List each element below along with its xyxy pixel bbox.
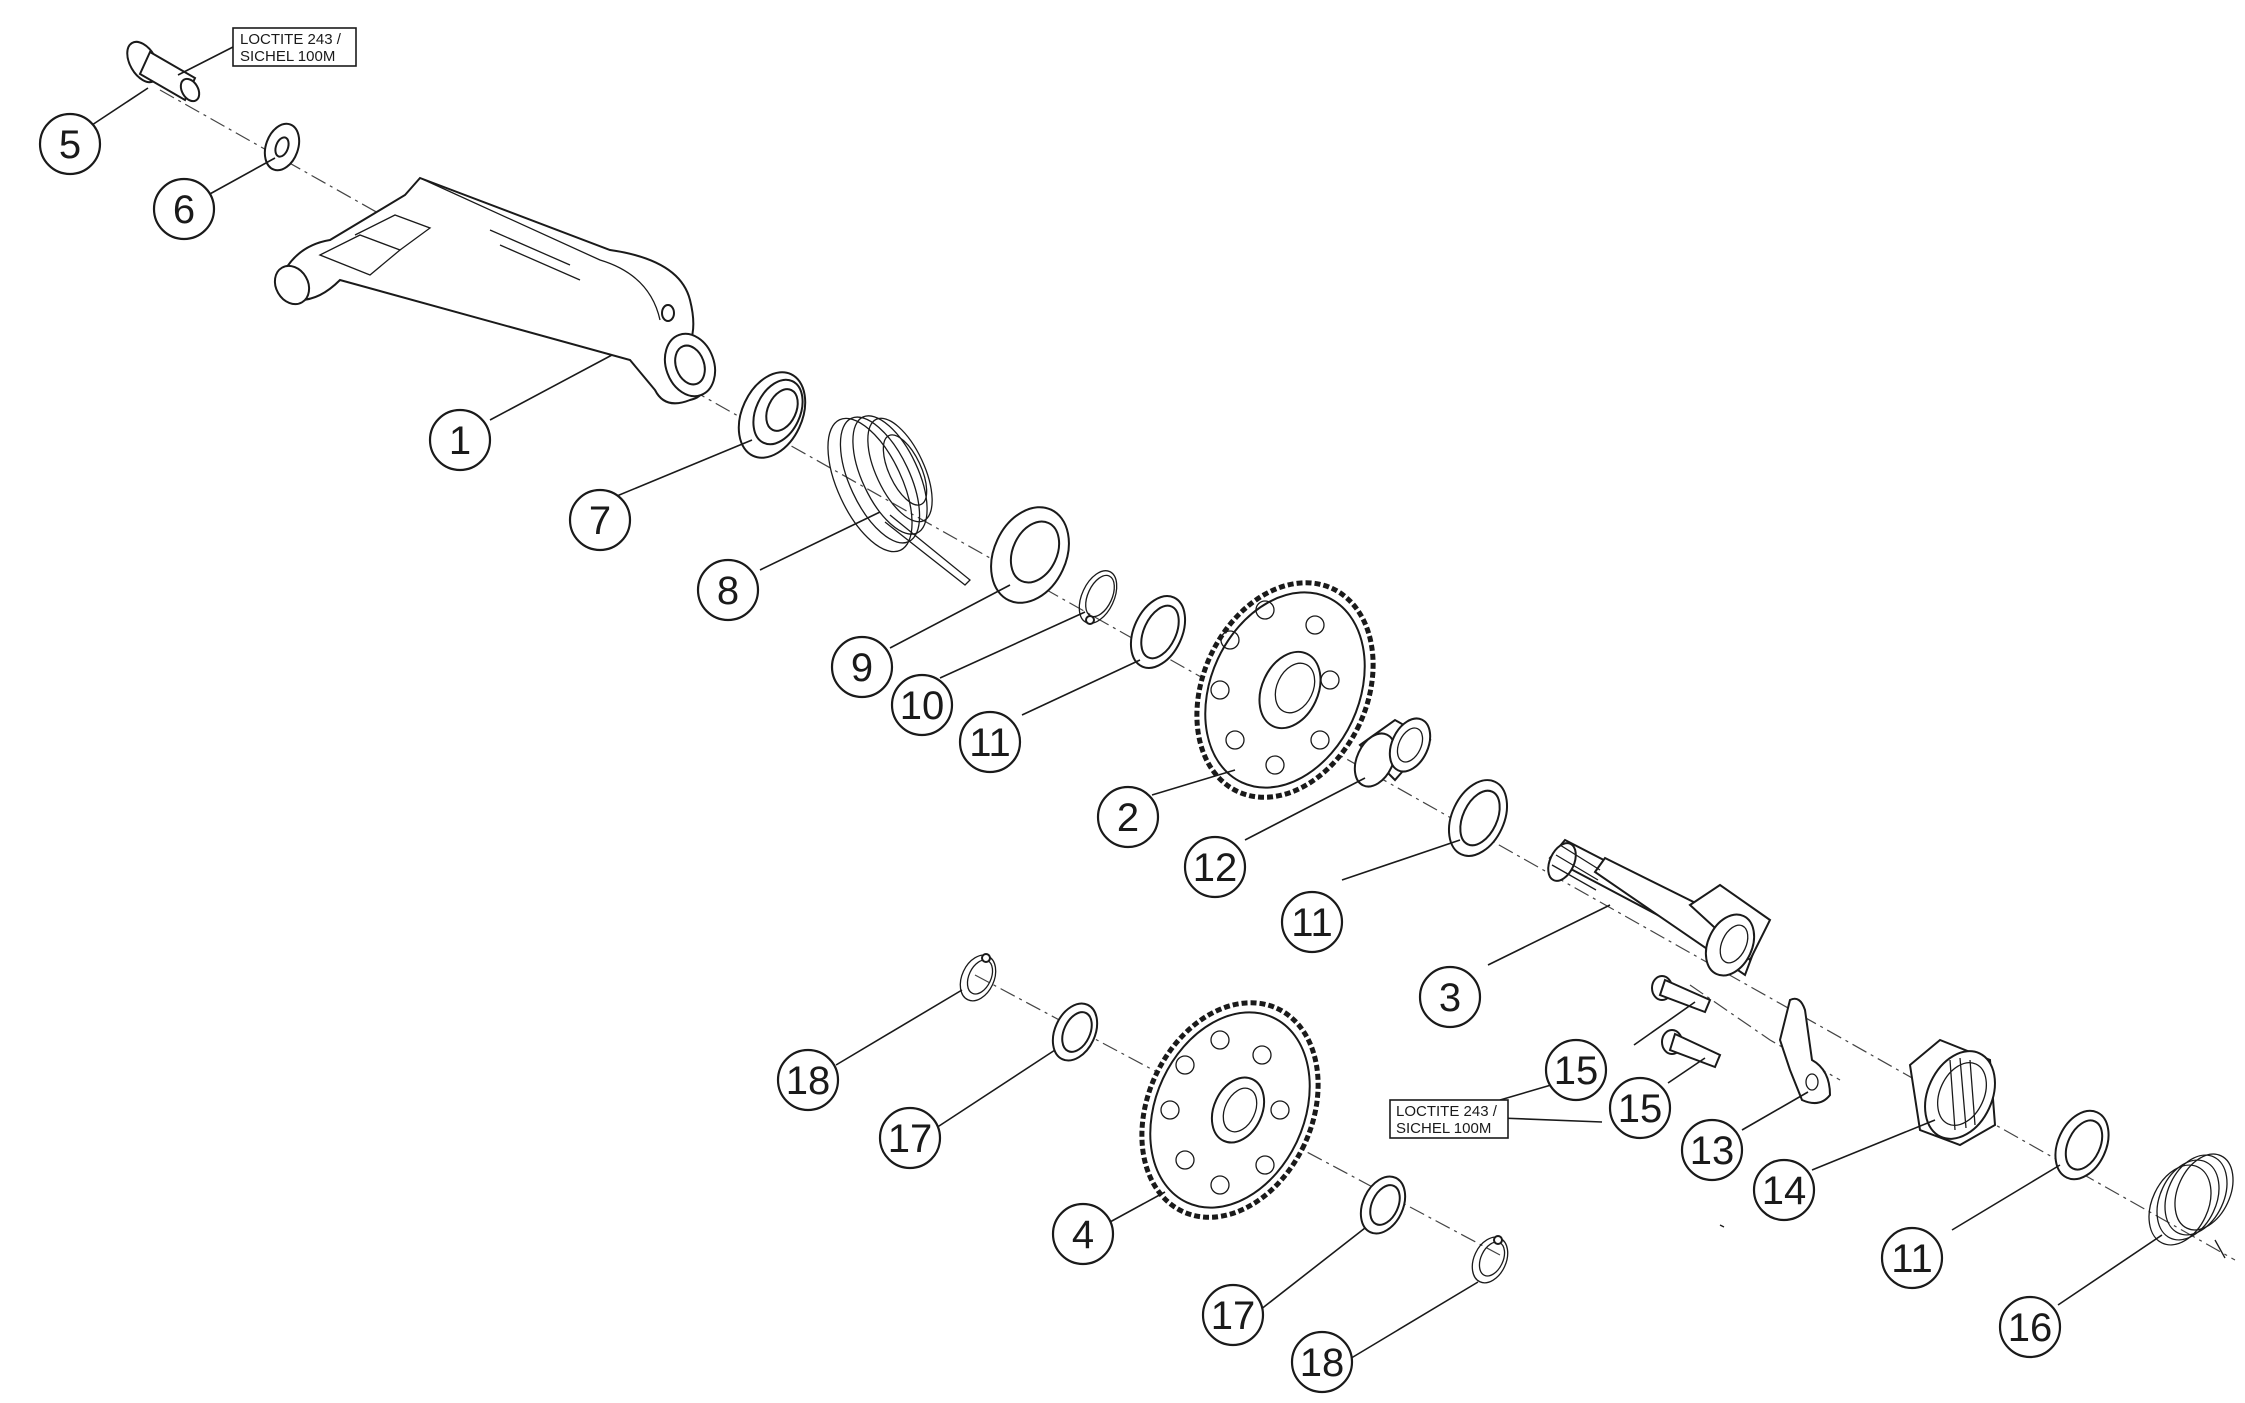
part-6-washer [263, 122, 301, 172]
part-13-ratchet-lever [1778, 997, 1832, 1105]
part-11-washer-a [1129, 595, 1187, 669]
callouts: 5 6 1 7 8 9 10 11 2 12 11 3 15 15 13 14 … [38, 112, 2062, 1394]
callout-4-label: 4 [1072, 1213, 1094, 1257]
callout-7: 7 [568, 488, 632, 552]
note-bottom-line1: LOCTITE 243 / [1396, 1103, 1498, 1120]
callout-7-label: 7 [589, 499, 611, 543]
note-top-line2: SICHEL 100M [240, 48, 335, 65]
callout-11b: 11 [1280, 890, 1344, 954]
callout-2-label: 2 [1117, 796, 1139, 840]
callout-2: 2 [1096, 785, 1160, 849]
callout-4: 4 [1051, 1202, 1115, 1266]
note-bottom-line2: SICHEL 100M [1396, 1120, 1491, 1137]
callout-16-label: 16 [2008, 1306, 2053, 1350]
part-3-shaft [1547, 838, 1772, 977]
callout-11c-label: 11 [1891, 1237, 1933, 1281]
part-2-gear [1194, 580, 1376, 800]
callout-17b-label: 17 [1211, 1294, 1256, 1338]
callout-13-label: 13 [1690, 1129, 1735, 1173]
part-18-circlip-a [959, 953, 997, 1002]
callout-17a: 17 [878, 1106, 942, 1170]
leader-lines [91, 87, 2163, 1361]
callout-15a-label: 15 [1554, 1049, 1599, 1093]
part-9-guide [990, 506, 1070, 604]
callout-11c: 11 [1880, 1226, 1944, 1290]
callout-3: 3 [1418, 965, 1482, 1029]
callout-17b: 17 [1201, 1283, 1265, 1347]
part-12-bushing [1353, 717, 1432, 788]
callout-10: 10 [890, 673, 954, 737]
part-15-bolts [1651, 975, 1722, 1069]
callout-11a-label: 11 [969, 721, 1011, 765]
callout-1-label: 1 [449, 419, 471, 463]
part-10-circlip [1078, 570, 1118, 625]
callout-3-label: 3 [1439, 976, 1461, 1020]
callout-12: 12 [1183, 835, 1247, 899]
part-5-pin [126, 40, 201, 103]
part-4-idler-gear [1139, 1000, 1321, 1220]
loctite-note-top: LOCTITE 243 / SICHEL 100M [177, 27, 357, 76]
part-8-spring [827, 415, 971, 586]
callout-18a-label: 18 [786, 1059, 831, 1103]
part-14-ratchet-gear [1908, 1038, 1997, 1147]
part-11-washer-b [1447, 779, 1509, 857]
callout-18a: 18 [776, 1048, 840, 1112]
callout-9-label: 9 [851, 646, 873, 690]
callout-8: 8 [696, 558, 760, 622]
callout-18b: 18 [1290, 1330, 1354, 1394]
callout-6-label: 6 [173, 188, 195, 232]
part-1-kickstarter-lever [273, 176, 717, 405]
loctite-note-bottom: LOCTITE 243 / SICHEL 100M [1389, 1099, 1509, 1139]
callout-1: 1 [428, 408, 492, 472]
callout-9: 9 [830, 635, 894, 699]
part-17-washer-b [1359, 1175, 1407, 1235]
callout-6: 6 [152, 177, 216, 241]
callout-15b-label: 15 [1618, 1087, 1663, 1131]
callout-14-label: 14 [1762, 1169, 1807, 1213]
callout-13: 13 [1680, 1118, 1744, 1182]
part-18-circlip-b [1471, 1235, 1509, 1284]
callout-15a: 15 [1544, 1038, 1608, 1102]
callout-10-label: 10 [900, 684, 945, 728]
stray-mark [1719, 1224, 1725, 1228]
part-7-seal [737, 371, 807, 459]
part-11-washer-c [2054, 1109, 2110, 1181]
callout-14: 14 [1752, 1158, 1816, 1222]
callout-12-label: 12 [1193, 846, 1238, 890]
main-axis [159, 89, 2236, 1261]
callout-5: 5 [38, 112, 102, 176]
callout-15b: 15 [1608, 1076, 1672, 1140]
callout-18b-label: 18 [1300, 1341, 1345, 1385]
callout-11a: 11 [958, 710, 1022, 774]
callout-11b-label: 11 [1291, 901, 1333, 945]
callout-17a-label: 17 [888, 1117, 933, 1161]
callout-8-label: 8 [717, 569, 739, 613]
callout-16: 16 [1998, 1295, 2062, 1359]
callout-5-label: 5 [59, 123, 81, 167]
part-17-washer-a [1051, 1002, 1099, 1062]
part-16-return-spring [2148, 1153, 2234, 1259]
note-top-line1: LOCTITE 243 / [240, 31, 342, 48]
